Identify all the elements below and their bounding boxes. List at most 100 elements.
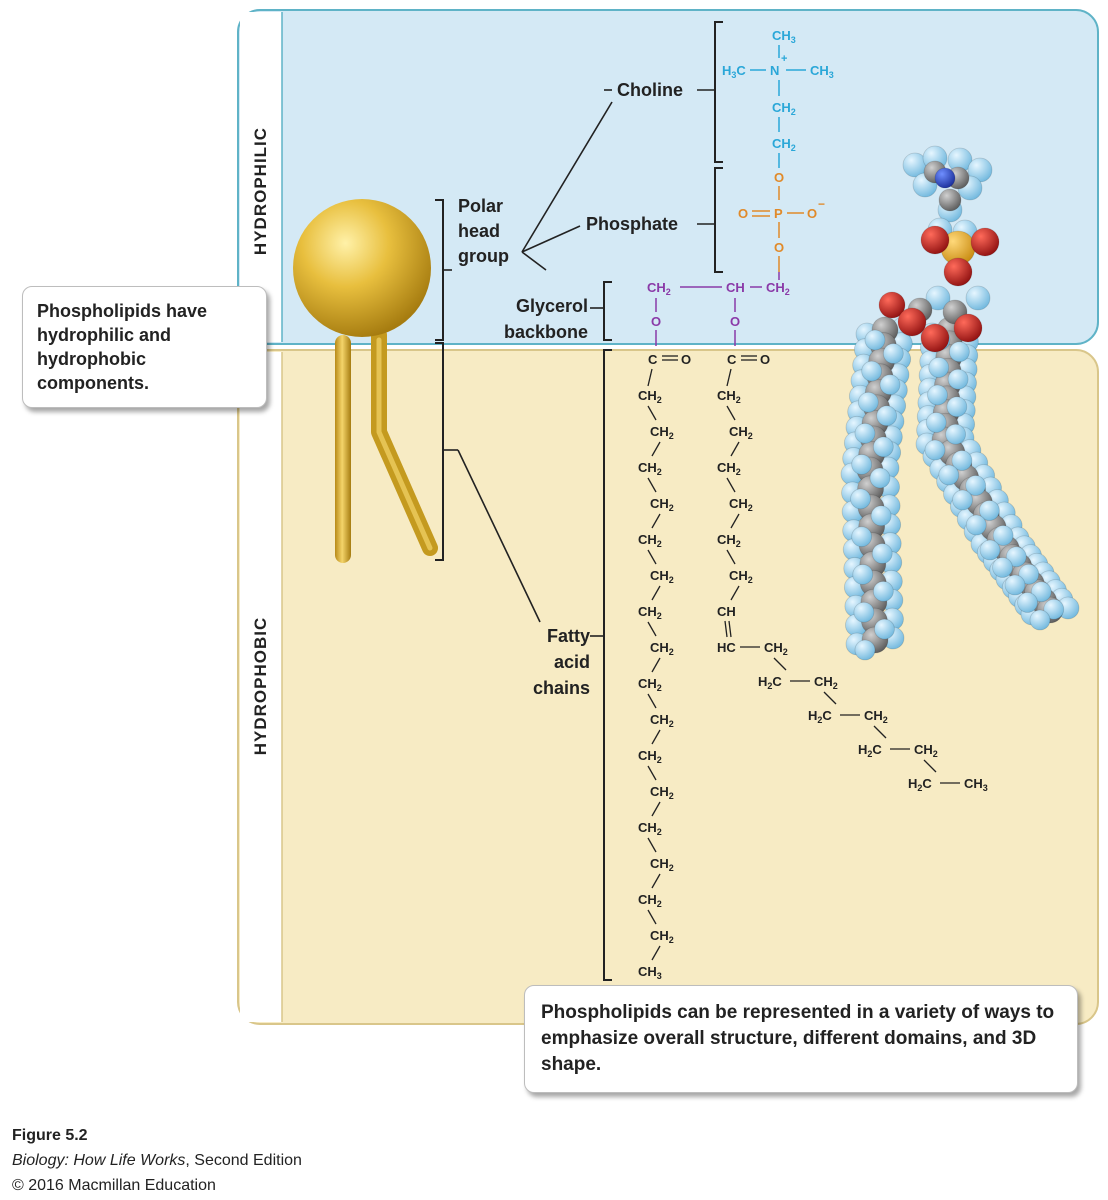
chain-bond bbox=[647, 549, 657, 565]
chain-group: CH2 bbox=[717, 532, 741, 549]
svg-text:C: C bbox=[727, 352, 737, 367]
svg-text:CH2: CH2 bbox=[772, 100, 796, 117]
chain-bond bbox=[651, 585, 661, 601]
chain-group: CH2 bbox=[650, 568, 674, 585]
svg-text:CH3: CH3 bbox=[964, 776, 988, 793]
chain-group: CH2 bbox=[650, 712, 674, 729]
svg-text:CH: CH bbox=[726, 280, 745, 295]
svg-text:HC: HC bbox=[717, 640, 736, 655]
fatty-label-2: acid bbox=[554, 652, 590, 672]
chain-group: CH2 bbox=[717, 388, 741, 405]
chain-group: CH2 bbox=[650, 784, 674, 801]
region-label-strip-bottom bbox=[240, 352, 282, 1022]
chain-group: CH2 bbox=[638, 748, 662, 765]
glycerol-label-2: backbone bbox=[504, 322, 588, 342]
space-filling-model bbox=[840, 145, 1080, 661]
chain-group: CH2 bbox=[729, 496, 753, 513]
book-title: Biology: How Life Works bbox=[12, 1152, 186, 1169]
copyright: © 2016 Macmillan Education bbox=[12, 1177, 216, 1194]
chain-group: CH2 bbox=[717, 460, 741, 477]
atom bbox=[854, 639, 876, 661]
chain-bond bbox=[651, 801, 661, 817]
chain-group: CH2 bbox=[729, 568, 753, 585]
svg-text:CH2: CH2 bbox=[764, 640, 788, 657]
chain-1: CH2CH2CH2CH2CH2CH2CH2CH2CH2CH2CH2CH2CH2C… bbox=[638, 368, 674, 981]
hydrophilic-region bbox=[237, 9, 1099, 345]
svg-text:CH2: CH2 bbox=[864, 708, 888, 725]
atom bbox=[1018, 563, 1040, 585]
book-edition: , Second Edition bbox=[185, 1152, 302, 1169]
atom bbox=[878, 291, 906, 319]
atom bbox=[872, 436, 894, 458]
diagram-labels: Polar head group Choline Phosphate Glyce… bbox=[458, 80, 683, 698]
tail-bracket bbox=[435, 342, 444, 561]
svg-text:O: O bbox=[681, 352, 691, 367]
atom bbox=[948, 341, 970, 363]
chain-group: CH2 bbox=[638, 892, 662, 909]
chain-bond bbox=[651, 441, 661, 457]
figure-number: Figure 5.2 bbox=[12, 1127, 88, 1144]
phosphate-bracket bbox=[714, 167, 723, 273]
atom bbox=[874, 618, 895, 640]
chain-group: CH2 bbox=[638, 460, 662, 477]
atom bbox=[928, 357, 950, 378]
hydrophobic-region-label: HYDROPHOBIC bbox=[251, 616, 270, 756]
chain-bond bbox=[726, 368, 732, 387]
atom bbox=[876, 405, 898, 427]
atom bbox=[946, 396, 968, 418]
polar-head-label-1: Polar bbox=[458, 196, 503, 216]
atom bbox=[1017, 592, 1038, 613]
svg-text:H2C: H2C bbox=[858, 742, 882, 759]
chain-group: CH3 bbox=[638, 964, 662, 981]
glycerol-structure: CH2 CH CH2 O O bbox=[647, 272, 790, 346]
phosphate-structure: O O P O − O bbox=[738, 170, 825, 272]
svg-text:+: + bbox=[781, 53, 787, 65]
chain-bond bbox=[647, 405, 657, 421]
chain-bond bbox=[724, 620, 728, 638]
brackets bbox=[435, 21, 723, 981]
svg-text:CH3: CH3 bbox=[810, 63, 834, 80]
chain-bond bbox=[730, 441, 740, 457]
phospholipid-cartoon bbox=[293, 199, 438, 563]
atom bbox=[951, 450, 973, 471]
atom bbox=[853, 601, 875, 623]
chain-bond bbox=[726, 549, 736, 565]
atom bbox=[1030, 581, 1052, 603]
chain-bond bbox=[726, 477, 736, 493]
svg-text:CH2: CH2 bbox=[766, 280, 790, 297]
hydrophilic-hydrophobic-callout: Phospholipids have hydrophilic and hydro… bbox=[22, 286, 267, 408]
polar-head-label-2: head bbox=[458, 221, 500, 241]
atom bbox=[1029, 609, 1051, 631]
chain-group: CH2 bbox=[650, 496, 674, 513]
fatty-label-3: chains bbox=[533, 678, 590, 698]
chain-bond bbox=[651, 873, 661, 889]
atom bbox=[1005, 546, 1027, 568]
choline-label: Choline bbox=[617, 80, 683, 100]
chain-group: CH2 bbox=[638, 388, 662, 405]
representation-callout: Phospholipids can be represented in a va… bbox=[524, 985, 1078, 1093]
atom bbox=[1043, 598, 1065, 620]
leader-lines bbox=[443, 89, 715, 637]
svg-text:CH2: CH2 bbox=[914, 742, 938, 759]
svg-text:H2C: H2C bbox=[758, 674, 782, 691]
fatty-acid-structures: C O C O CH2CH2CH2CH2CH2CH2CH2CH2CH2CH2CH… bbox=[638, 352, 988, 981]
glycerol-bracket bbox=[603, 281, 612, 341]
glycerol-label-1: Glycerol bbox=[516, 296, 588, 316]
svg-text:H3C: H3C bbox=[722, 63, 746, 80]
chain-bond bbox=[647, 837, 657, 853]
chain-group: CH2 bbox=[638, 676, 662, 693]
atom bbox=[979, 539, 1001, 561]
svg-text:CH3: CH3 bbox=[772, 28, 796, 45]
atom bbox=[992, 557, 1013, 578]
tail-straight bbox=[335, 335, 351, 563]
chain-bond bbox=[730, 513, 740, 529]
chain-bond bbox=[728, 620, 732, 638]
chain-group: CH2 bbox=[650, 424, 674, 441]
atom bbox=[1004, 574, 1026, 596]
svg-text:P: P bbox=[774, 206, 783, 221]
hydrophilic-region-label: HYDROPHILIC bbox=[251, 126, 270, 256]
chain-group: CH2 bbox=[638, 820, 662, 837]
atom bbox=[934, 167, 956, 189]
atom bbox=[872, 580, 894, 602]
svg-text:CH2: CH2 bbox=[772, 136, 796, 153]
